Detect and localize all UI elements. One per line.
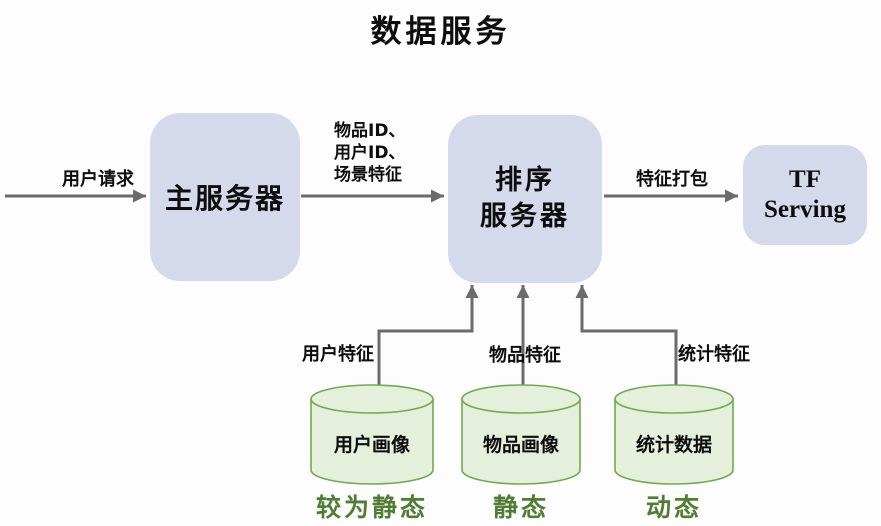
database-item-profile-caption: 静态 (492, 493, 549, 522)
node-main-server: 主服务器 (150, 113, 300, 281)
cylinder-top (614, 384, 734, 414)
node-tf-serving: TF Serving (743, 145, 867, 245)
node-ranking-server: 排序 服务器 (448, 115, 602, 283)
edge-label-stat-features: 统计特征 (678, 344, 750, 365)
node-ranking-server-line1: 排序 (495, 165, 555, 196)
diagram-title: 数据服务 (370, 14, 511, 50)
arrow-stat-features (575, 285, 678, 400)
cylinder-body (310, 398, 434, 485)
edge-label-request-payload: 物品ID、 用户ID、 场景特征 (334, 120, 454, 186)
edge-label-request-payload-line3: 场景特征 (334, 165, 402, 185)
node-ranking-server-label: 排序 服务器 (480, 163, 570, 235)
node-main-server-label: 主服务器 (164, 182, 285, 215)
edge-label-feature-packing: 特征打包 (636, 169, 708, 190)
edge-label-item-features: 物品特征 (489, 345, 561, 366)
database-user-profile-caption: 较为静态 (315, 493, 428, 522)
database-item-profile (461, 384, 581, 485)
node-tf-serving-label: TF Serving (764, 165, 846, 225)
database-item-profile-label: 物品画像 (482, 434, 559, 456)
node-tf-serving-line1: TF (789, 166, 821, 193)
database-statistics (614, 384, 734, 485)
database-statistics-caption: 动态 (645, 493, 702, 522)
cylinder-body (461, 398, 581, 485)
cylinder-top (461, 384, 581, 414)
database-user-profile (310, 384, 434, 485)
edge-label-user-features: 用户特征 (302, 344, 374, 365)
edge-label-request-payload-line1: 物品ID、 (334, 121, 406, 141)
node-ranking-server-line2: 服务器 (480, 201, 570, 232)
cylinder-body (614, 398, 734, 485)
edge-label-request-payload-line2: 用户ID、 (334, 143, 406, 163)
node-tf-serving-line2: Serving (764, 196, 846, 223)
database-user-profile-label: 用户画像 (333, 434, 410, 456)
database-statistics-label: 统计数据 (635, 434, 712, 456)
cylinder-top (310, 384, 434, 414)
arrow-user-features (377, 285, 479, 400)
edge-label-user-request: 用户请求 (62, 169, 134, 190)
